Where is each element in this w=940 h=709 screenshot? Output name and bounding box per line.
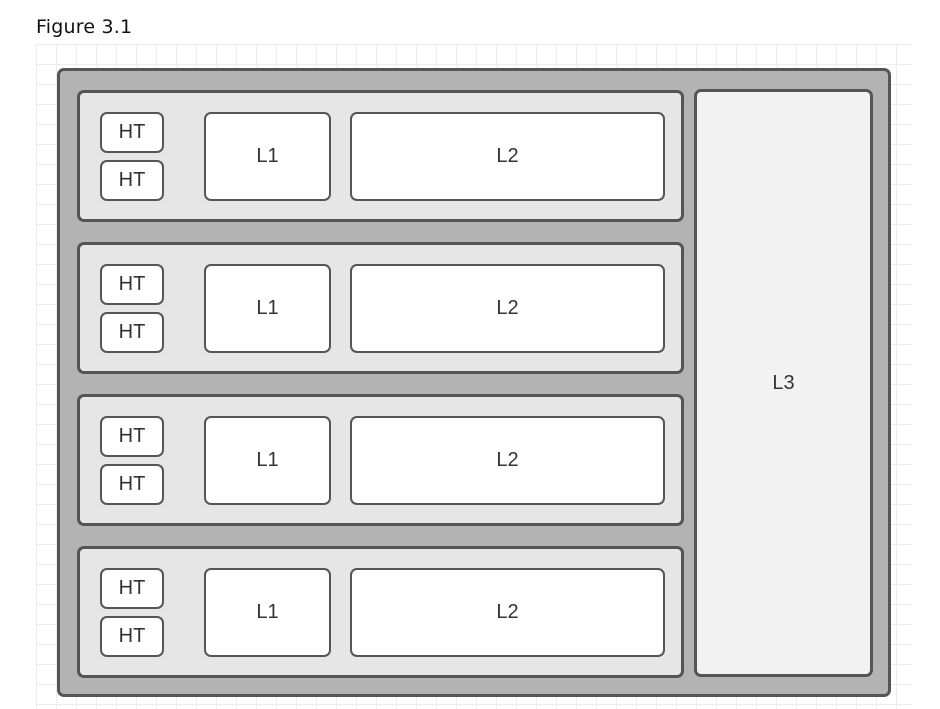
figure-caption: Figure 3.1	[36, 16, 133, 38]
hardware-thread: HT	[100, 568, 164, 609]
hardware-thread: HT	[100, 464, 164, 505]
l1-cache: L1	[204, 568, 331, 657]
l2-cache: L2	[350, 264, 665, 353]
core-block: HT HT L1 L2	[77, 394, 684, 526]
l1-cache: L1	[204, 264, 331, 353]
core-block: HT HT L1 L2	[77, 546, 684, 678]
core-block: HT HT L1 L2	[77, 90, 684, 222]
l3-shared-cache: L3	[694, 89, 873, 677]
hardware-thread: HT	[100, 264, 164, 305]
l1-cache: L1	[204, 416, 331, 505]
core-block: HT HT L1 L2	[77, 242, 684, 374]
hardware-thread: HT	[100, 416, 164, 457]
l2-cache: L2	[350, 568, 665, 657]
hardware-thread: HT	[100, 312, 164, 353]
l2-cache: L2	[350, 112, 665, 201]
hardware-thread: HT	[100, 616, 164, 657]
hardware-thread: HT	[100, 160, 164, 201]
hardware-thread: HT	[100, 112, 164, 153]
l2-cache: L2	[350, 416, 665, 505]
l1-cache: L1	[204, 112, 331, 201]
